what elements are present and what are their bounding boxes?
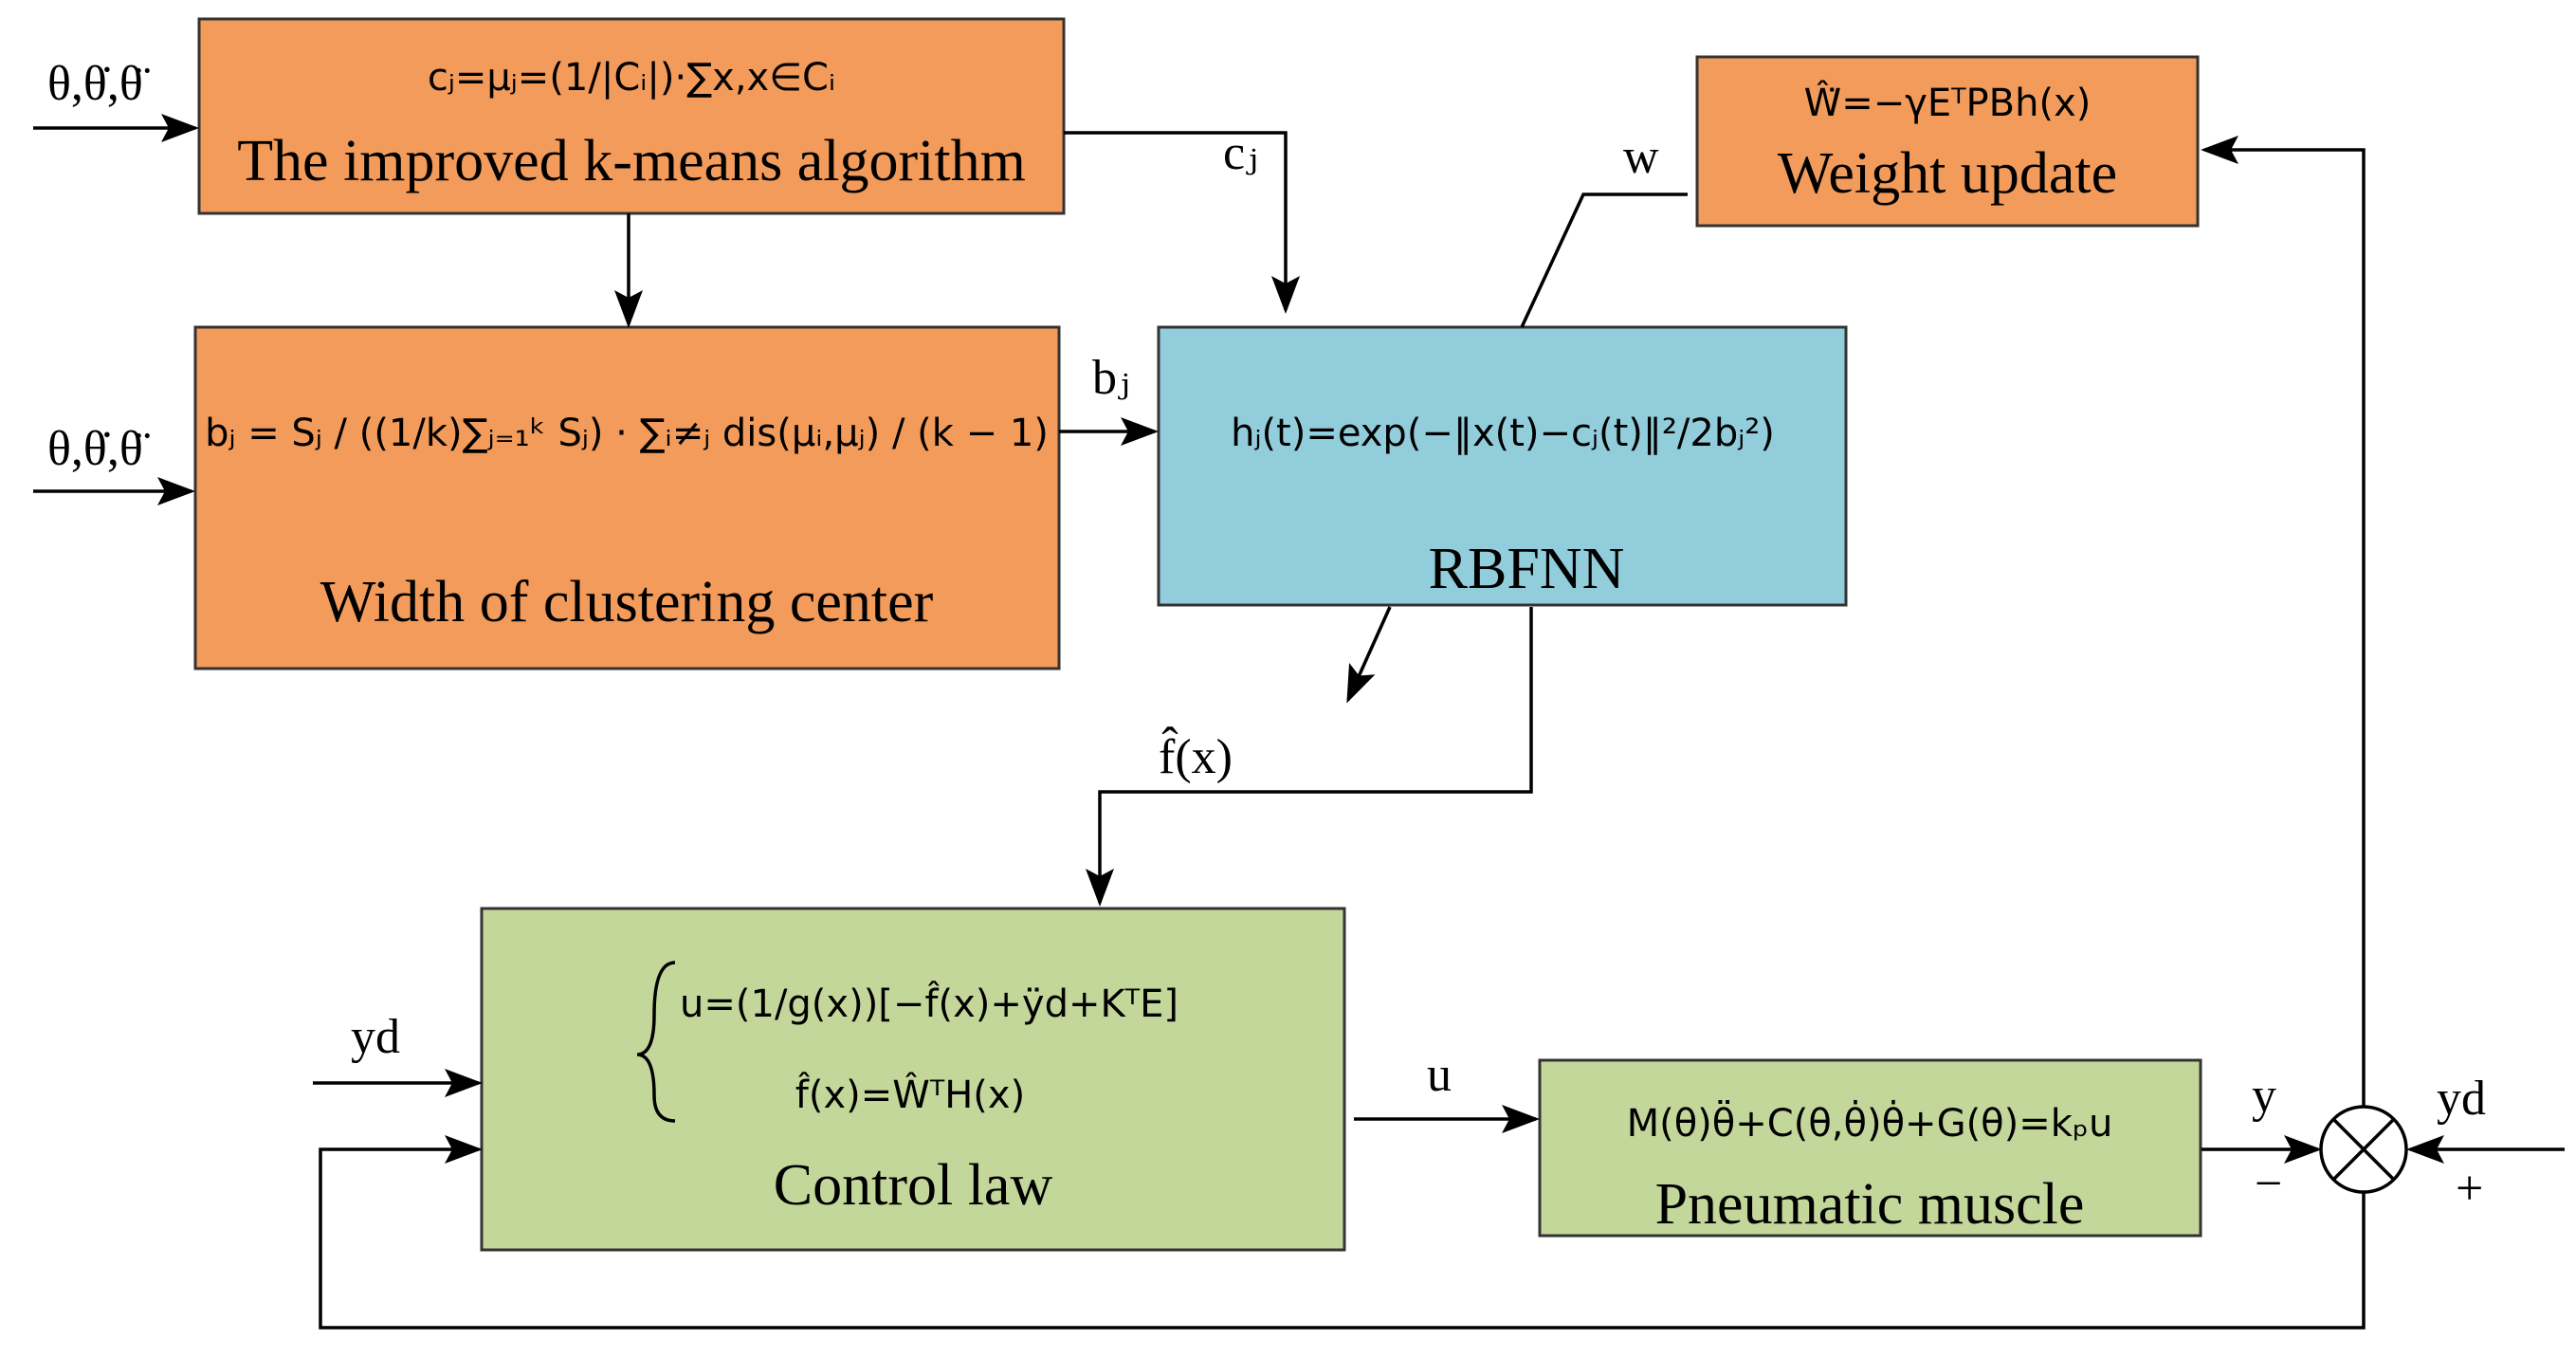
brace-icon (636, 961, 676, 1123)
rbfnn-equation: hⱼ(t)=exp(−‖x(t)−cⱼ(t)‖²/2bⱼ²) (1231, 412, 1775, 455)
pneumatic-muscle-title: Pneumatic muscle (1655, 1172, 2085, 1237)
weight-update-box (1695, 55, 2200, 228)
kmeans-block: cⱼ=μⱼ=(1/|Cᵢ|)·∑x,x∈Cᵢ The improved k-me… (197, 17, 1066, 215)
fhat-arrow (1086, 607, 1533, 907)
input-label-top: θ,θ̇,θ̈ (47, 57, 151, 111)
minus-sign: − (2255, 1157, 2282, 1211)
rbfnn-title: RBFNN (1429, 537, 1625, 601)
rbfnn-adjust-arrow (1346, 606, 1392, 704)
fhat-label: f̂(x) (1159, 725, 1233, 784)
y-label: y (2252, 1069, 2276, 1123)
weight-link-line (1520, 193, 1688, 328)
kmeans-box (197, 17, 1066, 215)
control-law-box (480, 907, 1346, 1252)
u-label: u (1427, 1048, 1452, 1102)
error-to-weight-arrow (2201, 136, 2366, 1107)
pneumatic-muscle-equation: M(θ)θ̈+C(θ,θ̇)θ̇+G(θ)=kₚu (1627, 1099, 2113, 1146)
kmeans-title: The improved k-means algorithm (237, 129, 1026, 193)
error-feedback-arrow (319, 1135, 2366, 1330)
control-law-title: Control law (774, 1153, 1053, 1218)
width-block: bⱼ = Sⱼ / ((1/k)∑ⱼ₌₁ᵏ Sⱼ) · ∑ᵢ≠ⱼ dis(μᵢ,… (193, 325, 1061, 670)
yd-left-label: yd (351, 1010, 400, 1064)
weight-update-title: Weight update (1778, 141, 2117, 206)
plus-sign: + (2456, 1162, 2483, 1216)
pneumatic-muscle-block: M(θ)θ̈+C(θ,θ̇)θ̇+G(θ)=kₚu Pneumatic musc… (1538, 1058, 2202, 1238)
weight-update-equation: Ŵ̇=−γEᵀPBh(x) (1804, 79, 2092, 125)
pneumatic-muscle-box (1538, 1058, 2202, 1238)
yd-right-label: yd (2437, 1072, 2486, 1126)
width-box (193, 325, 1061, 670)
control-law-equation-2: f̂(x)=ŴᵀH(x) (795, 1071, 1025, 1117)
bj-label: bⱼ (1092, 351, 1130, 405)
control-law-equation-1: u=(1/g(x))[−f̂(x)+ÿd+KᵀE] (680, 981, 1178, 1026)
summing-junction-icon (2319, 1105, 2408, 1194)
input-label-mid: θ,θ̇,θ̈ (47, 422, 151, 476)
weight-update-block: Ŵ̇=−γEᵀPBh(x) Weight update (1695, 55, 2200, 228)
width-equation: bⱼ = Sⱼ / ((1/k)∑ⱼ₌₁ᵏ Sⱼ) · ∑ᵢ≠ⱼ dis(μᵢ,… (205, 412, 1049, 455)
cj-arrow (1064, 131, 1300, 314)
cj-label: cⱼ (1223, 126, 1258, 180)
w-label: w (1623, 130, 1659, 184)
control-law-block: u=(1/g(x))[−f̂(x)+ÿd+KᵀE] f̂(x)=ŴᵀH(x) C… (480, 907, 1346, 1252)
rbfnn-box (1157, 325, 1848, 607)
width-title: Width of clustering center (320, 570, 934, 634)
rbfnn-block: hⱼ(t)=exp(−‖x(t)−cⱼ(t)‖²/2bⱼ²) RBFNN (1157, 325, 1848, 607)
kmeans-equation: cⱼ=μⱼ=(1/|Cᵢ|)·∑x,x∈Cᵢ (428, 56, 835, 100)
